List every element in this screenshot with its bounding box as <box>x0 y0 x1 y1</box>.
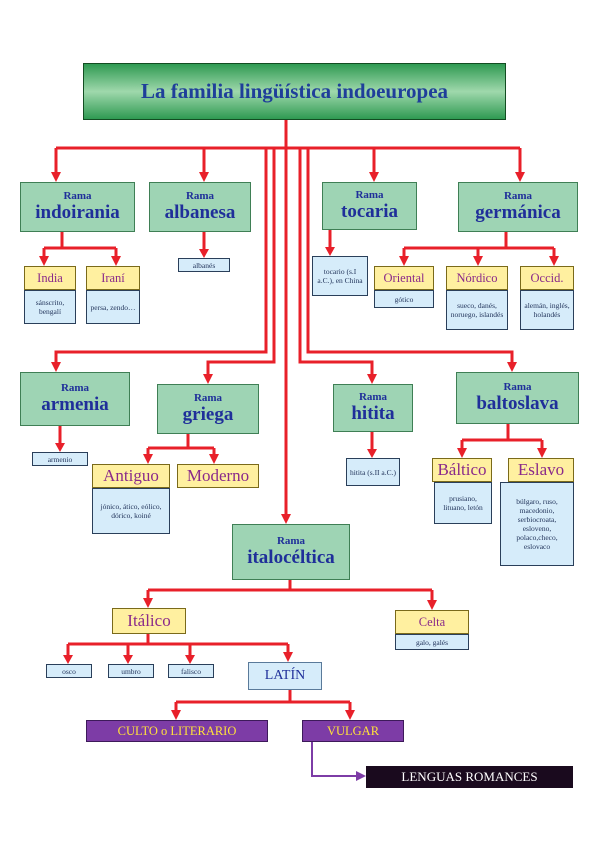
group-oriental: Oriental <box>374 266 434 290</box>
group-label: Báltico <box>437 460 487 479</box>
lang-text: umbro <box>121 666 141 676</box>
branch-name: hitita <box>351 402 395 424</box>
rama-label: Rama <box>63 190 92 203</box>
branch-armenia: Rama armenia <box>20 372 130 426</box>
group-moderno: Moderno <box>177 464 259 488</box>
branch-tocaria: Rama tocaria <box>322 182 417 230</box>
rama-label: Rama <box>60 382 90 395</box>
group-india: India <box>24 266 76 290</box>
lang-text: armenio <box>47 454 73 464</box>
branch-name: italocéltica <box>247 546 335 568</box>
group-label: LENGUAS ROMANCES <box>401 769 538 784</box>
diagram-title: La familia lingüística indoeuropea <box>83 63 506 120</box>
lang-text: prusiano, lituano, letón <box>443 494 483 512</box>
rama-label: Rama <box>503 190 533 203</box>
branch-griega: Rama griega <box>157 384 259 434</box>
branch-albanesa: Rama albanesa <box>149 182 251 232</box>
group-italico: Itálico <box>112 608 186 634</box>
lang-umbro: umbro <box>108 664 154 678</box>
group-antiguo: Antiguo <box>92 464 170 488</box>
lang-irani: persa, zendo… <box>86 290 140 324</box>
lang-text: alemán, inglés, holandés <box>524 301 570 319</box>
branch-name: griega <box>182 403 234 425</box>
title-text: La familia lingüística indoeuropea <box>140 79 449 103</box>
group-label: Celta <box>418 614 446 629</box>
branch-italoceltica: Rama italocéltica <box>232 524 350 580</box>
branch-name: armenia <box>41 393 109 415</box>
lang-eslavo: búlgaro, ruso, macedonio, serbiocroata, … <box>500 482 574 566</box>
group-label: VULGAR <box>326 723 380 738</box>
rama-label: Rama <box>355 189 384 202</box>
rama-label: Rama <box>503 381 532 394</box>
branch-indoirania: Rama indoirania <box>20 182 135 232</box>
branch-baltoslava: Rama baltoslava <box>456 372 579 424</box>
group-label: India <box>37 270 63 285</box>
group-label: Occid. <box>530 270 564 285</box>
group-irani: Iraní <box>86 266 140 290</box>
group-label: LATÍN <box>264 668 306 683</box>
lang-hitita: hitita (s.II a.C.) <box>346 458 400 486</box>
branch-germanica: Rama germánica <box>458 182 578 232</box>
branch-name: baltoslava <box>476 392 559 414</box>
rama-label: Rama <box>276 535 306 548</box>
group-label: Itálico <box>127 611 171 630</box>
group-celta: Celta <box>395 610 469 634</box>
lang-armenio: armenio <box>32 452 88 466</box>
lang-albanes: albanés <box>178 258 230 272</box>
group-lenguas-romances: LENGUAS ROMANCES <box>366 766 573 788</box>
group-occid: Occid. <box>520 266 574 290</box>
lang-text: jónico, ático, eólico, dórico, koiné <box>100 502 162 520</box>
group-latin: LATÍN <box>248 662 322 690</box>
lang-gotico: gótico <box>374 290 434 308</box>
lang-text: sueco, danés, noruego, islandés <box>450 301 504 319</box>
lang-nordico: sueco, danés, noruego, islandés <box>446 290 508 330</box>
group-label: Antiguo <box>103 466 159 485</box>
branch-name: germánica <box>475 201 561 223</box>
group-label: Eslavo <box>517 460 565 479</box>
branch-name: indoirania <box>35 201 120 223</box>
branch-hitita: Rama hitita <box>333 384 413 432</box>
lang-text: albanés <box>192 260 216 270</box>
branch-name: albanesa <box>164 201 236 223</box>
lang-text: galo, galés <box>415 637 449 647</box>
rama-label: Rama <box>185 190 215 203</box>
lang-text: tocario (s.I a.C.), en China <box>317 267 363 285</box>
lang-text: persa, zendo… <box>90 302 136 312</box>
lang-osco: osco <box>46 664 92 678</box>
lang-antiguo: jónico, ático, eólico, dórico, koiné <box>92 488 170 534</box>
lang-text: gótico <box>394 294 414 304</box>
group-label: Moderno <box>186 466 250 485</box>
lang-text: osco <box>62 666 76 676</box>
group-label: CULTO o LITERARIO <box>117 723 237 738</box>
lang-falisco: falisco <box>168 664 214 678</box>
lang-baltico: prusiano, lituano, letón <box>434 482 492 524</box>
lang-text: sánscrito, bengalí <box>35 298 65 316</box>
lang-text: búlgaro, ruso, macedonio, serbiocroata, … <box>516 497 558 551</box>
group-label: Nórdico <box>456 270 498 285</box>
group-culto-literario: CULTO o LITERARIO <box>86 720 268 742</box>
group-eslavo: Eslavo <box>508 458 574 482</box>
lang-text: hitita (s.II a.C.) <box>349 467 397 477</box>
rama-label: Rama <box>193 392 223 405</box>
group-nordico: Nórdico <box>446 266 508 290</box>
lang-india: sánscrito, bengalí <box>24 290 76 324</box>
lang-tocario: tocario (s.I a.C.), en China <box>312 256 368 296</box>
lang-occid: alemán, inglés, holandés <box>520 290 574 330</box>
lang-text: falisco <box>181 666 201 676</box>
branch-name: tocaria <box>341 200 398 222</box>
group-label: Oriental <box>383 270 425 285</box>
lang-celta: galo, galés <box>395 634 469 650</box>
group-label: Iraní <box>101 270 125 285</box>
rama-label: Rama <box>358 391 388 404</box>
group-vulgar: VULGAR <box>302 720 404 742</box>
group-baltico: Báltico <box>432 458 492 482</box>
